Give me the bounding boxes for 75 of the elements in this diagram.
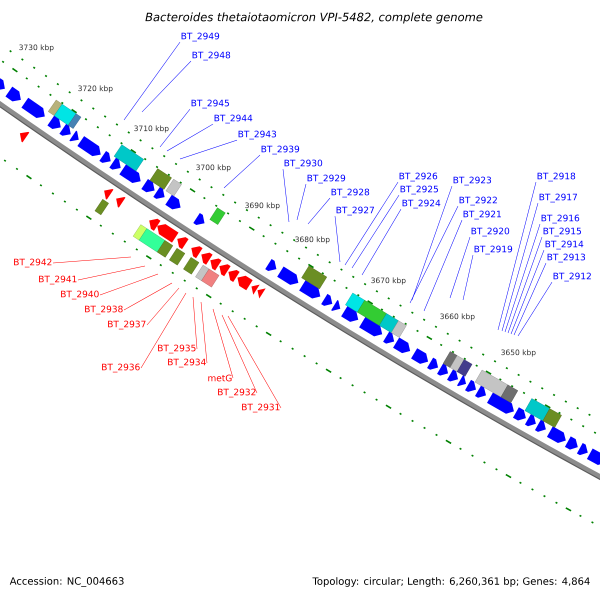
leader-line — [410, 206, 458, 304]
leader-line — [296, 184, 306, 220]
gene-label: BT_2937 — [108, 320, 146, 330]
gene-label: BT_2929 — [308, 174, 346, 184]
gene-label: BT_2944 — [214, 114, 252, 124]
leader-line — [334, 216, 340, 262]
gene-label: BT_2943 — [238, 130, 276, 140]
leader-line — [282, 168, 290, 222]
leader-line — [308, 198, 330, 224]
gene-label: BT_2938 — [85, 306, 123, 314]
leader-line — [224, 154, 260, 188]
leader-line — [362, 208, 402, 276]
leader-line — [160, 108, 190, 148]
gene-label: BT_2939 — [262, 146, 300, 154]
leader-line — [498, 182, 536, 330]
gene-label: BT_2912 — [554, 272, 591, 282]
leader-line — [508, 236, 542, 334]
leader-line — [424, 220, 462, 312]
leader-line — [100, 274, 158, 296]
leader-line — [78, 266, 146, 280]
leader-line — [352, 194, 400, 268]
gene-label: BT_2934 — [168, 358, 206, 368]
leader-line — [192, 296, 198, 350]
leader-line — [462, 254, 474, 300]
gene-label: BT_2916 — [542, 214, 580, 224]
gene-label: BT_2949 — [182, 32, 220, 42]
leader-line — [146, 288, 180, 326]
leader-line — [52, 256, 132, 264]
gene-label: BT_2920 — [472, 228, 510, 236]
leader-line — [510, 250, 544, 334]
gene-label: BT_2926 — [400, 172, 438, 182]
gene-label: BT_2945 — [192, 100, 229, 108]
leader-line — [504, 224, 540, 332]
gene-label: BT_2919 — [474, 246, 512, 254]
gene-label: BT_2928 — [332, 188, 370, 198]
gene-label: BT_2930 — [284, 160, 322, 168]
leader-line — [228, 316, 282, 408]
leader-line — [140, 292, 186, 368]
leader-line — [412, 186, 452, 300]
gene-label: BT_2913 — [548, 254, 586, 262]
leader-line — [180, 140, 238, 160]
leader-line — [222, 314, 258, 394]
gene-label: BT_2917 — [540, 194, 577, 202]
gene-label: BT_2931 — [242, 404, 280, 412]
gene-label: BT_2921 — [464, 210, 501, 220]
leader-line — [518, 282, 552, 336]
leader-line — [212, 308, 234, 378]
leader-line — [124, 282, 172, 310]
gene-label: BT_2924 — [402, 200, 440, 208]
leader-line — [166, 124, 214, 152]
gene-label: BT_2940 — [61, 290, 99, 300]
footer-text: Topology: circular; Length: 6,260,361 bp; Genes: 4,864 — [312, 577, 590, 587]
gene-label: BT_2914 — [546, 240, 584, 250]
leader-line — [124, 42, 180, 120]
leader-line — [502, 202, 538, 332]
gene-label: BT_2927 — [336, 206, 374, 216]
gene-label: BT_2936 — [102, 364, 140, 372]
footer-text: Accession: NC_004663 — [10, 577, 124, 587]
gene-label: BT_2942 — [14, 258, 52, 268]
gene-label: BT_2932 — [218, 388, 256, 398]
gene-label: BT_2925 — [400, 186, 438, 194]
gene-label: BT_2941 — [39, 276, 76, 284]
leader-line — [142, 60, 192, 112]
gene-label: metG — [208, 374, 232, 382]
leader-line — [344, 182, 398, 266]
title: Bacteroides thetaiotaomicron VPI-5482, complete genome — [145, 12, 482, 24]
gene-label: BT_2923 — [454, 176, 492, 186]
leader-line — [200, 302, 208, 364]
leader-line — [450, 236, 470, 298]
gene-label: BT_2935 — [158, 344, 196, 354]
gene-label: BT_2922 — [460, 196, 497, 206]
gene-label: BT_2918 — [538, 172, 576, 182]
leader-line — [514, 262, 546, 336]
gene-label: BT_2948 — [192, 52, 230, 60]
gene-label: BT_2915 — [544, 228, 581, 236]
